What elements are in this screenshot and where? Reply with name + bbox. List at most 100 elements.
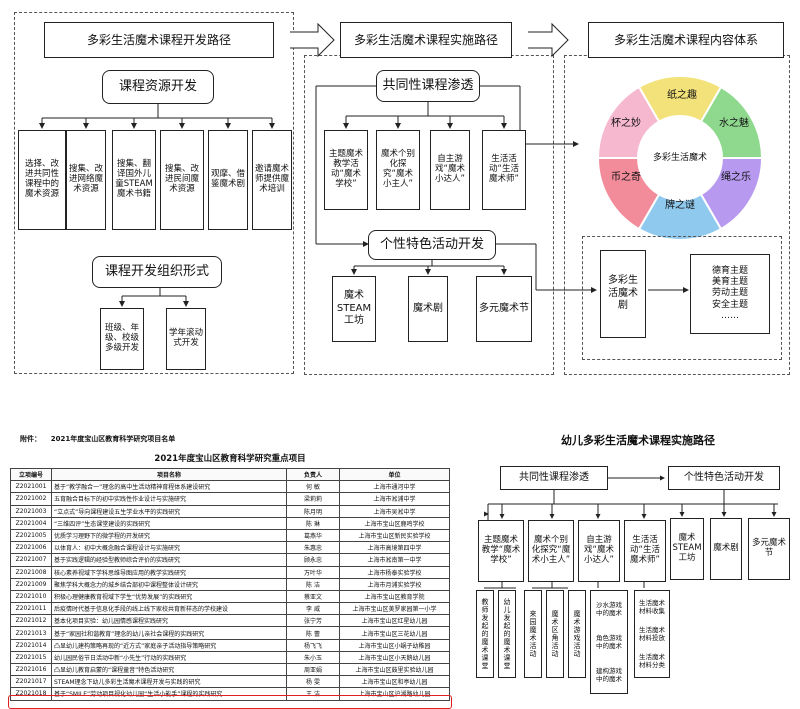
wheel-segment-label: 纸之趣 [667,90,697,101]
impl-l3-item: 角色游戏中的魔术 [596,633,622,650]
top-diagram: 多彩生活魔术课程开发路径 多彩生活魔术课程实施路径 多彩生活魔术课程内容体系 [14,12,790,375]
table-cell: 杨飞飞 [286,638,340,652]
table-cell: 顾永忠 [286,553,340,567]
content-system-header: 多彩生活魔术课程内容体系 [588,22,784,58]
common-title: 共同性课程渗透 [376,70,480,102]
table-cell: 杨 雯 [286,675,340,689]
table-cell: 凸显幼儿建构策略再现的“近方式”家庭亲子活动指导策略研究 [51,638,287,652]
theme-item: …… [721,310,739,321]
resource-dev-title: 课程资源开发 [102,70,214,104]
table-cell: Z2021007 [10,553,52,567]
special-item: 魔术剧 [408,276,448,342]
theme-left: 多彩生活魔术剧 [600,250,646,338]
impl-l3-item: 来园魔术活动 [524,590,542,678]
table-cell: 上海市宝山区美罗家园第一小学 [339,602,450,616]
wheel-center [640,118,720,198]
table-cell: 梁莉莉 [286,492,340,506]
resource-item: 观摩、借鉴魔术剧 [208,130,248,230]
table-cell: Z2021003 [10,504,52,518]
common-item: 自主游戏“魔术小达人” [430,130,470,210]
table-cell: 五育融合目标下的初中实践性作业设计与实施研究 [51,492,287,506]
table-cell: Z2021016 [10,662,52,677]
table-cell: Z2021015 [10,650,52,665]
table-cell: 聚焦学科大概念力的城乡结合部初中课程整体设计研究 [51,577,287,591]
theme-item: 劳动主题 [711,288,748,299]
table-cell: 周亚娟 [286,662,340,677]
table-cell: 何 敏 [286,480,340,494]
wheel-segment-label: 水之魅 [719,118,749,129]
bottom-left-document: 附件： 2021年度宝山区教育科学研究项目名单 2021年度宝山区教育科学研究重… [0,430,460,709]
table-cell: Z2021008 [10,565,52,579]
table-cell: “三维四评”生态课堂建设的实践研究 [51,516,287,530]
theme-item: 美育主题 [711,277,748,288]
impl-l3-item: 建构游戏中的魔术 [596,666,622,683]
table-cell: Z2021010 [10,589,52,604]
resource-item: 搜集、改进民间魔术资源 [160,130,204,230]
table-cell: Z2021013 [10,626,52,640]
table-cell: Z2021006 [10,541,52,555]
impl-l3-item: 幼儿发起的魔术课堂 [498,590,516,678]
common-item: 主题魔术教学活动“魔术学校” [324,130,368,210]
wheel-center-label: 多彩生活魔术 [652,153,707,163]
table-cell: 凸显幼儿教育启蒙的“课程童音”特色活动研究 [51,662,287,677]
impl-l2-item: 魔术STEAM工坊 [670,518,704,580]
impl-title: 幼儿多彩生活魔术课程实施路径 [561,434,715,447]
dev-frame [14,12,294,374]
table-cell: 上海市淞浦中学 [339,492,450,506]
wheel-segment-label: 绳之乐 [721,172,751,183]
resource-item: 搜集、翻译国外儿童STEAM魔术书籍 [112,130,156,230]
table-cell: 陈 蕾 [286,626,340,640]
table-cell: 张宁芳 [286,614,340,628]
special-item: 魔术STEAM工坊 [332,276,376,342]
impl-l3-item: 生活魔术材料投放 [639,625,665,642]
table-cell: 上海市宝山区红星幼儿园 [339,614,450,628]
theme-right: 德育主题 美育主题 劳动主题 安全主题 …… [690,254,770,334]
impl-l2-item: 生活活动“生活魔术师” [624,520,666,582]
table-cell: Z2021005 [10,528,52,543]
table-cell: 上海市宝山区沪湖路幼儿园 [339,687,450,701]
impl-l2-item: 自主游戏“魔术小达人” [578,520,620,582]
table-cell: 朱惠忠 [286,541,340,555]
table-cell: 李 威 [286,602,340,616]
table-cell: 积极心理健康教育视域下学生“优势发展”的实践研究 [51,589,287,604]
theme-item: 德育主题 [711,265,748,276]
org-form-item: 班级、年级、校级多级开发 [100,308,144,370]
table-cell: 上海市高境第四中学 [339,541,450,555]
col-header: 立项编号 [10,467,52,482]
impl-l2-item: 魔术个别化探究“魔术小主人” [528,520,574,582]
impl-l2-item: 多元魔术节 [748,518,790,580]
content-wheel [596,75,764,241]
table-cell: Z2021012 [10,614,52,628]
col-header: 负责人 [286,467,340,482]
impl-path-header: 多彩生活魔术课程实施路径 [340,22,512,58]
col-header: 项目名称 [51,467,287,482]
impl-l3-item: 魔术区角活动 [546,590,564,678]
table-cell: 上海市宝山区教育学院 [339,589,450,604]
table-cell: 陈 洁 [286,577,340,591]
table-cell: 葛燕华 [286,528,340,543]
impl-l3-item: 沙水游戏中的魔术 [596,601,622,618]
theme-frame [582,236,782,360]
table-cell: 上海市宝山区鹿鸣学校 [339,516,450,530]
doc-header: 附件： 2021年度宝山区教育科学研究项目名单 [20,435,176,443]
table-cell: 上海市宝山区和亭幼儿园 [339,675,450,689]
table-cell: 优质学习理野下的微学程的开发研究 [51,528,287,543]
impl-l2-item: 魔术剧 [710,518,742,580]
table-header-row: 立项编号 项目名称 负责人 单位 [10,467,450,482]
table-cell: 上海市宝山区小天鹅幼儿园 [339,650,450,665]
table-cell: Z2021014 [10,638,52,652]
table-cell: 核心素养视域下学科思维导图应用的教学实践研究 [51,565,287,579]
table-row: Z2021003“立点式”导向课程建设五生学业水平的实践研究陈月明上海市吴淞中学 [10,504,450,518]
